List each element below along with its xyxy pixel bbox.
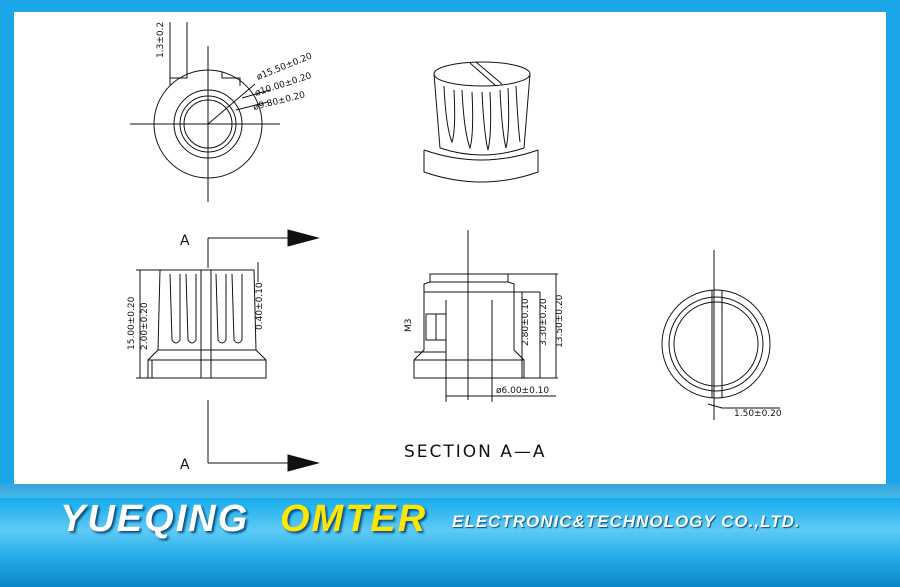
dim-section-4: ø6.00±0.10 [496,386,549,396]
section-title: SECTION A—A [404,442,547,462]
company-name-part3: ELECTRONIC&TECHNOLOGY CO.,LTD. [452,512,801,531]
dim-bottom-1: 1.50±0.20 [734,409,782,419]
dim-section-3: 13.50±0.20 [555,294,565,348]
side-view [136,229,320,472]
company-name-part1: YUEQING [60,498,250,540]
knob-perspective [423,61,539,183]
dim-side-2: 2.00±0.20 [140,302,150,350]
dim-top-1: 1.3±0.2 [156,22,166,58]
section-view [413,230,558,402]
drawing-sheet [14,12,886,484]
dim-section-2: 3.30±0.20 [539,298,549,346]
technical-drawing: 1.3±0.2 ø15.50±0.20 ø10.00±0.20 ø9.80±0.… [127,22,782,473]
dim-side-3: 0.40±0.10 [255,282,265,330]
dim-section-thread: M3 [404,319,414,333]
top-view [130,22,280,202]
section-marker-bottom: A [180,457,190,473]
section-marker-top: A [180,233,190,249]
dim-side-1: 15.00±0.20 [127,296,137,350]
dim-section-1: 2.80±0.10 [521,298,531,346]
company-name-part2: OMTER [280,498,428,540]
company-banner [0,484,900,587]
bottom-view [661,250,780,420]
